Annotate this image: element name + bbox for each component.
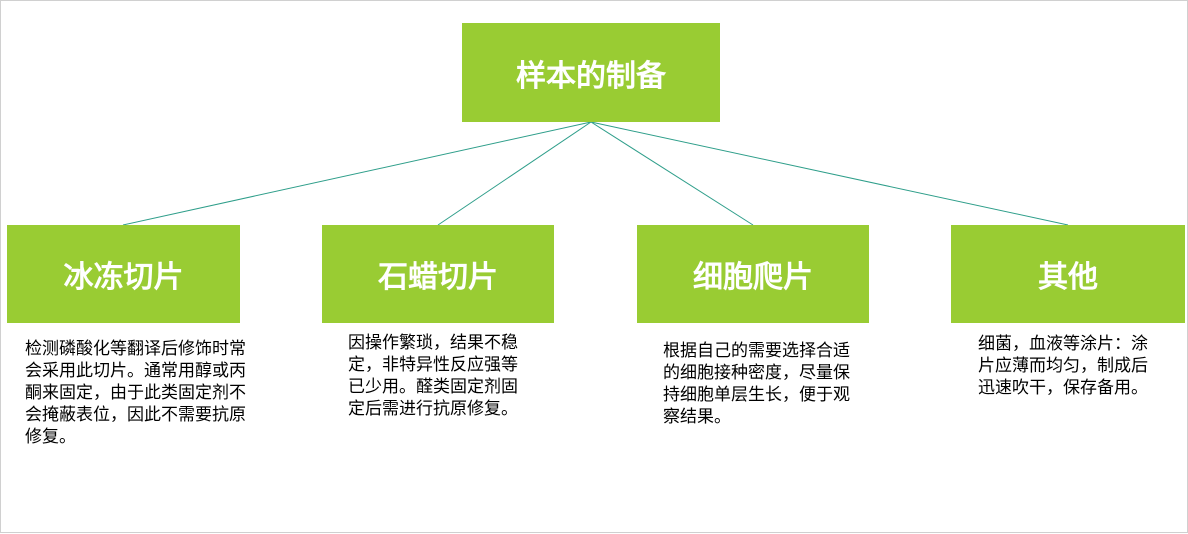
connector-root-to-branch-2: [437, 121, 592, 226]
branch-description-paraffin-section: 因操作繁琐，结果不稳定，非特异性反应强等已少用。醛类固定剂固定后需进行抗原修复。: [348, 333, 518, 419]
branch-node-frozen-section: 冰冻切片: [7, 225, 240, 323]
branch-node-label: 石蜡切片: [378, 260, 498, 295]
branch-node-label: 冰冻切片: [63, 260, 184, 295]
branch-node-other: 其他: [951, 225, 1185, 323]
connector-root-to-branch-1: [122, 121, 592, 226]
connector-root-to-branch-4: [590, 121, 1069, 226]
root-node: 样本的制备: [462, 23, 720, 122]
branch-description-cell-slide: 根据自己的需要选择合适的细胞接种密度，尽量保持细胞单层生长，便于观察结果。: [663, 341, 850, 427]
branch-description-frozen-section: 检测磷酸化等翻译后修饰时常会采用此切片。通常用醇或丙酮来固定，由于此类固定剂不会…: [25, 339, 246, 447]
branch-description-other: 细菌，血液等涂片：涂片应薄而均匀，制成后迅速吹干，保存备用。: [978, 334, 1148, 398]
connector-root-to-branch-3: [590, 121, 754, 226]
root-node-label: 样本的制备: [516, 58, 666, 94]
branch-node-label: 细胞爬片: [693, 260, 813, 295]
branch-node-label: 其他: [1038, 260, 1098, 295]
branch-node-cell-slide: 细胞爬片: [637, 225, 869, 323]
branch-node-paraffin-section: 石蜡切片: [322, 225, 554, 323]
